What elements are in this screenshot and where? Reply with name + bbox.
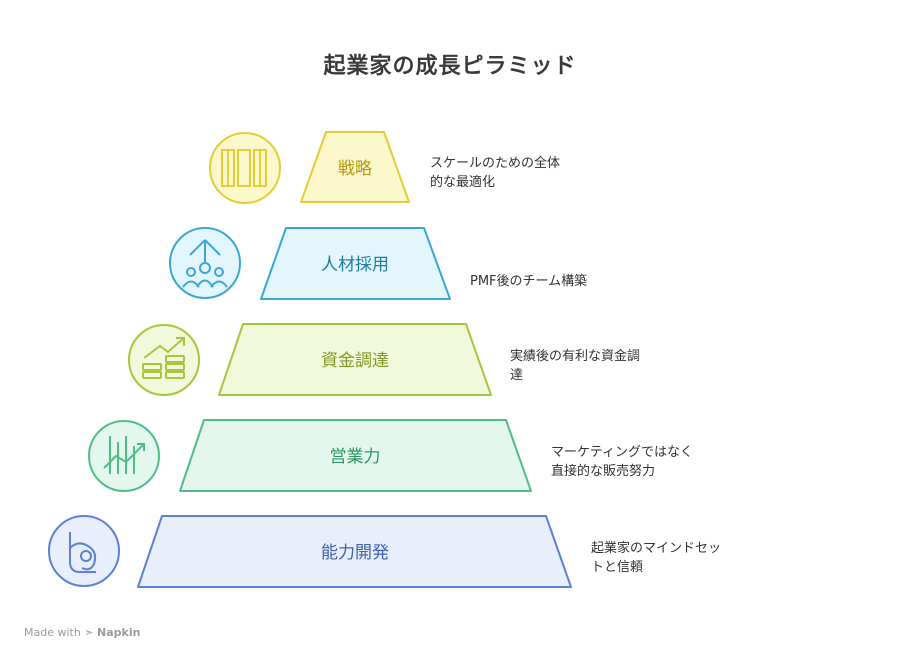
napkin-watermark[interactable]: Made with ➣ Napkin [24,626,141,639]
level-label-sales: 営業力 [330,447,381,467]
sales-chart-icon [103,436,145,474]
level-desc-funding: 実績後の有利な資金調 達 [510,349,641,383]
level-desc-strategy: スケールのための全体 的な最適化 [430,156,561,190]
trapezoid-sales [179,419,532,492]
diagram-title: 起業家の成長ピラミッド [323,54,577,79]
icon-circle-funding [128,324,200,396]
pyramid-level-sales [88,419,532,492]
columns-icon [221,149,267,187]
team-growth-icon [182,239,228,288]
level-desc-sales: マーケティングではなく 直接的な販売努力 [551,445,693,479]
napkin-logo-icon: ➣ [84,626,94,639]
trapezoid-strategy [300,131,410,203]
money-growth-icon [142,337,185,379]
trapezoid-development [137,515,572,588]
pyramid-level-strategy [209,131,410,204]
level-label-development: 能力開発 [321,543,389,563]
pyramid-level-hiring [169,227,451,300]
pyramid-level-development [48,515,572,588]
trapezoid-hiring [260,227,451,300]
pyramid-level-funding [128,323,492,396]
level-label-hiring: 人材採用 [321,255,389,275]
level-desc-hiring: PMF後のチーム構築 [470,274,588,289]
level-label-funding: 資金調達 [321,351,389,371]
level-label-strategy: 戦略 [338,159,372,179]
trapezoid-funding [218,323,492,396]
brain-head-icon [69,532,97,573]
icon-circle-sales [88,420,160,492]
level-desc-development: 起業家のマインドセッ トと信頼 [591,541,722,575]
icon-circle-strategy [209,132,281,204]
